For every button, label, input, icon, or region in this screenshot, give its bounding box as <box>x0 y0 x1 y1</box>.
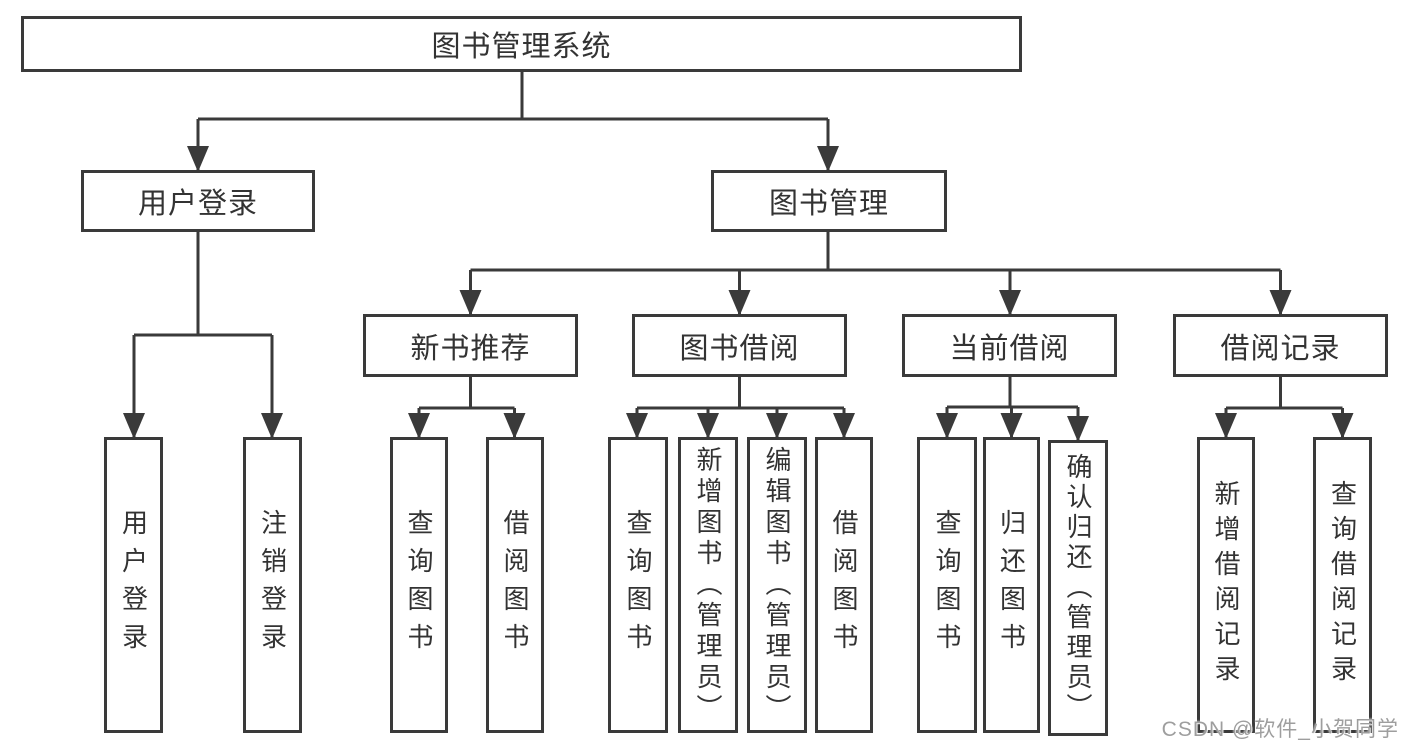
leaf-user-login: 用户登录 <box>104 437 163 733</box>
node-label: 借阅记录 <box>1220 332 1341 365</box>
node-borrowing-records: 借阅记录 <box>1173 314 1388 377</box>
leaf-return-books: 归还图书 <box>983 437 1040 733</box>
node-label: 查询图书 <box>623 509 653 661</box>
csdn-watermark: CSDN @软件_小贺同学 <box>1161 718 1399 741</box>
node-book-borrowing: 图书借阅 <box>632 314 847 377</box>
node-label: 当前借阅 <box>949 332 1070 365</box>
leaf-add-borrow-record: 新增借阅记录 <box>1197 437 1255 733</box>
node-label: 用户登录 <box>118 509 149 661</box>
node-label: 新书推荐 <box>410 332 531 365</box>
node-label: 编辑图书（管理员） <box>762 445 792 725</box>
node-label: 新增借阅记录 <box>1211 480 1241 690</box>
node-label: 图书管理 <box>768 188 889 220</box>
leaf-borrowing-query-books: 查询图书 <box>608 437 668 733</box>
node-book-management-module: 图书管理 <box>711 170 947 232</box>
leaf-logout: 注销登录 <box>243 437 302 733</box>
leaf-borrowing-borrow-books: 借阅图书 <box>815 437 873 733</box>
node-label: 新增图书（管理员） <box>693 445 723 725</box>
node-label: 用户登录 <box>137 188 258 220</box>
node-label: 注销登录 <box>257 509 288 661</box>
leaf-query-borrow-record: 查询借阅记录 <box>1313 437 1372 733</box>
leaf-confirm-return-admin: 确认归还（管理员） <box>1048 440 1108 736</box>
leaf-current-query-books: 查询图书 <box>917 437 977 733</box>
node-label: 确认归还（管理员） <box>1063 453 1093 723</box>
leaf-add-books-admin: 新增图书（管理员） <box>678 437 738 733</box>
node-label: 借阅图书 <box>500 509 530 661</box>
node-current-borrowing: 当前借阅 <box>902 314 1117 377</box>
node-label: 借阅图书 <box>829 509 859 661</box>
leaf-edit-books-admin: 编辑图书（管理员） <box>747 437 807 733</box>
node-label: 查询借阅记录 <box>1327 480 1358 690</box>
node-label: 归还图书 <box>996 509 1027 661</box>
node-label: 图书管理系统 <box>431 31 612 63</box>
leaf-recommend-query-books: 查询图书 <box>390 437 448 733</box>
node-label: 查询图书 <box>932 509 962 661</box>
leaf-recommend-borrow-books: 借阅图书 <box>486 437 544 733</box>
node-new-book-recommend: 新书推荐 <box>363 314 578 377</box>
node-label: 图书借阅 <box>679 332 800 365</box>
node-label: 查询图书 <box>404 509 434 661</box>
node-library-management-system: 图书管理系统 <box>21 16 1022 72</box>
node-user-login-module: 用户登录 <box>81 170 315 232</box>
